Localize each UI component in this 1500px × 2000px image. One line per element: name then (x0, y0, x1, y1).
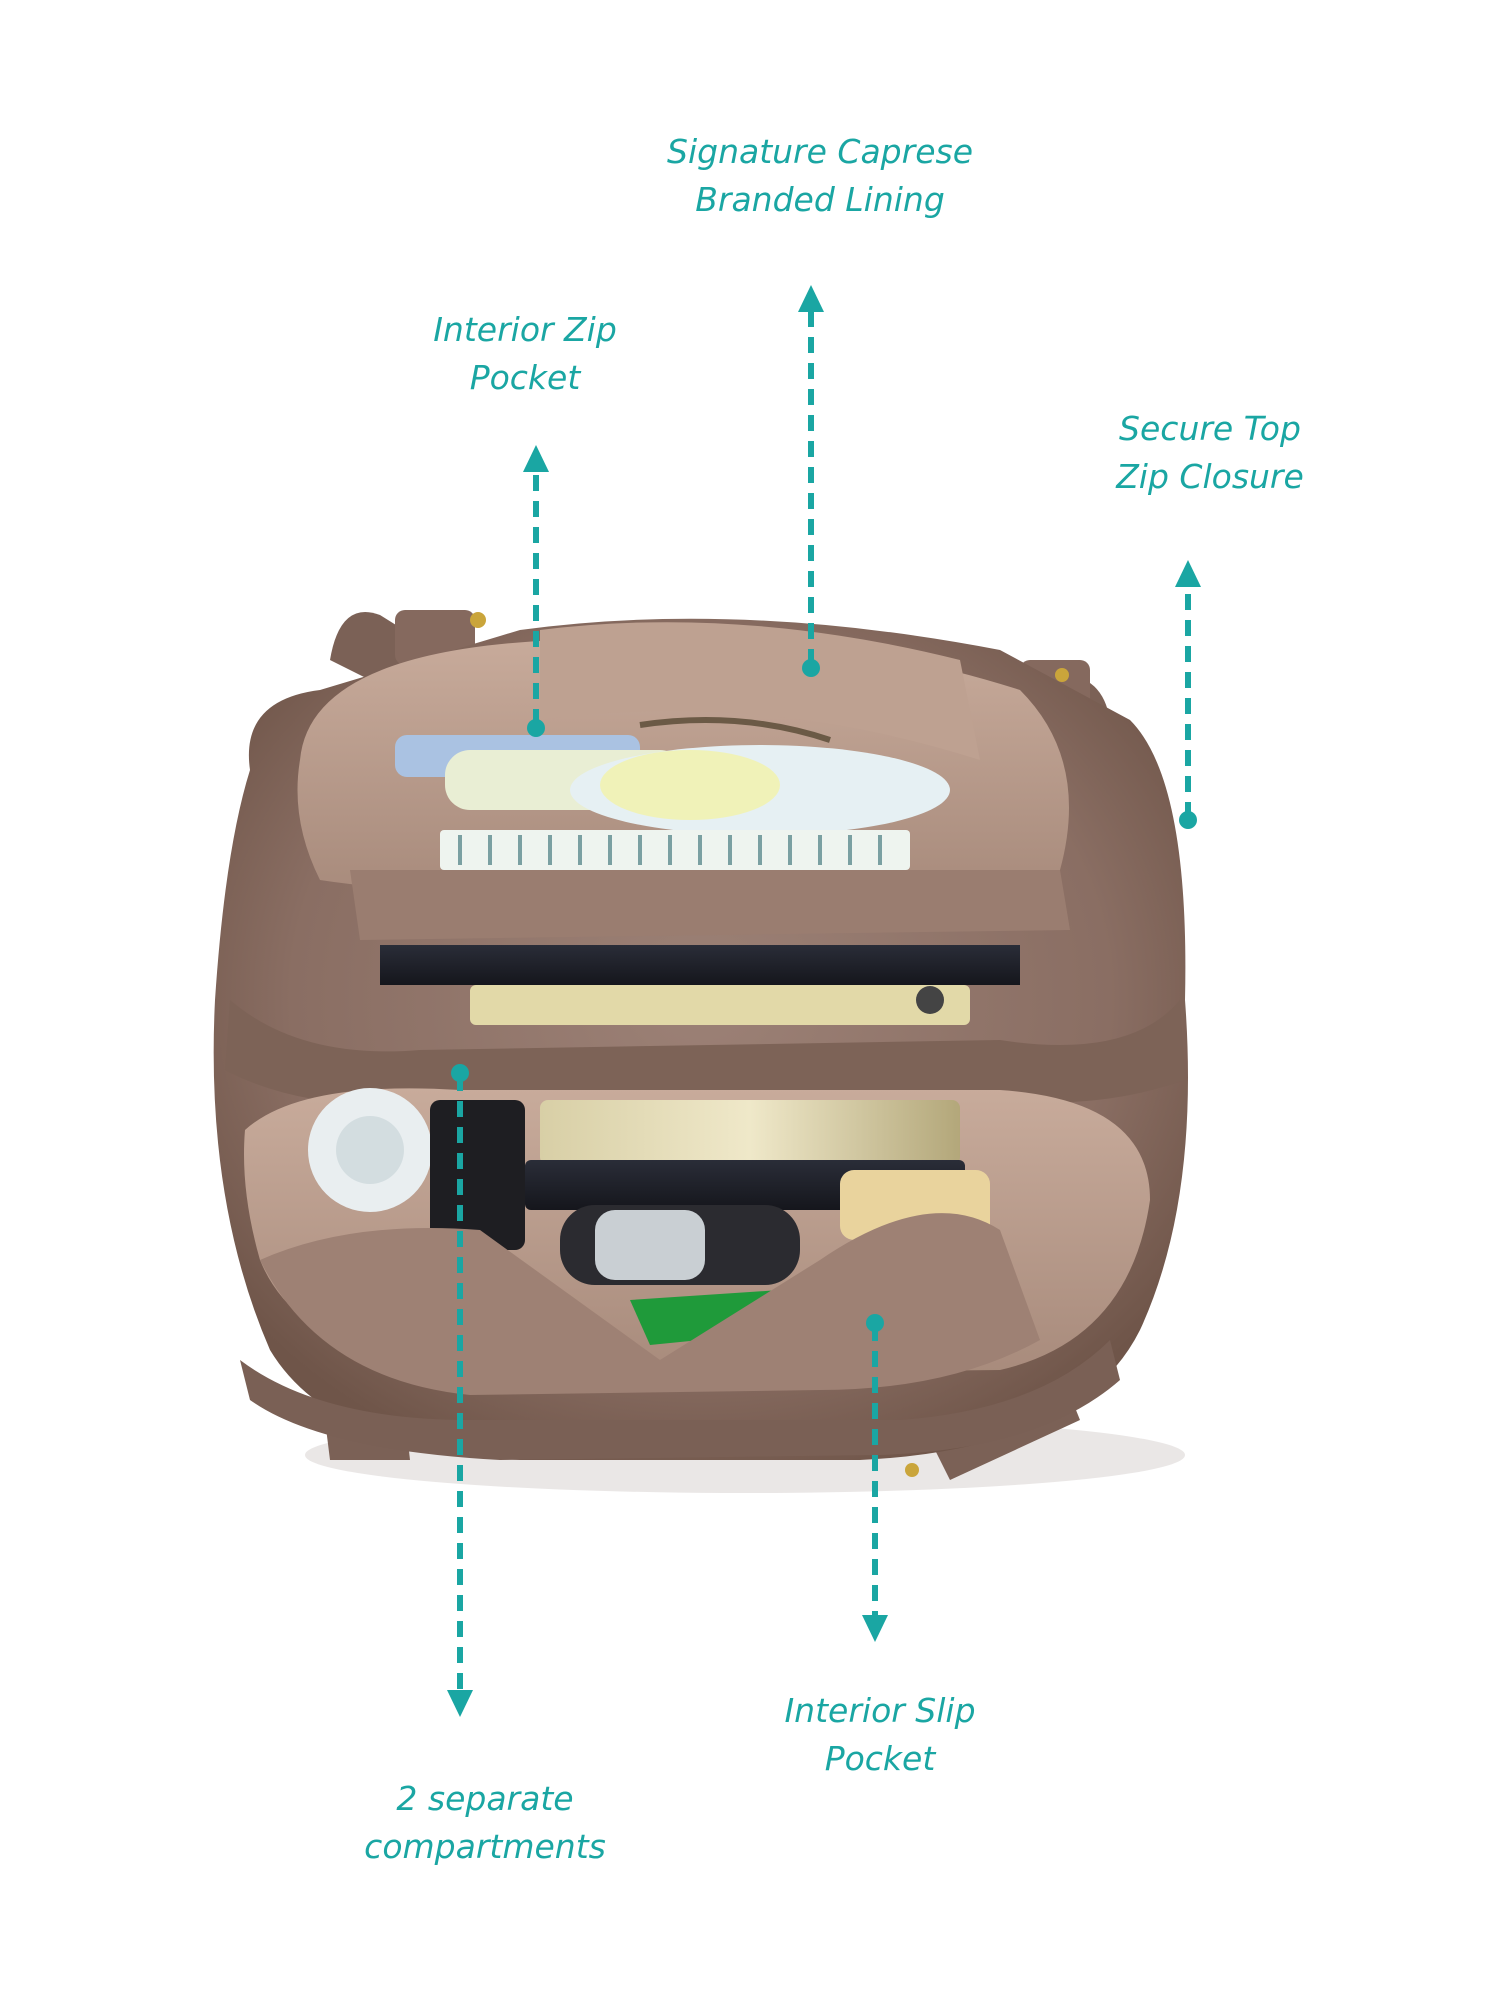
notebook (440, 830, 910, 870)
zip-pocket-contents (395, 717, 950, 835)
arrowhead-zip-pocket (523, 445, 549, 472)
arrowhead-lining (798, 285, 824, 312)
dot-zip-pocket (527, 719, 545, 737)
annotation-slip-pocket: Interior Slip Pocket (740, 1687, 1020, 1783)
annotation-compartments-line-2: compartments (364, 1827, 606, 1866)
annotation-top-zip-line-2: Zip Closure (1116, 457, 1304, 496)
annotation-top-zip: Secure Top Zip Closure (1060, 405, 1360, 501)
dot-compartments (451, 1064, 469, 1082)
annotation-lining-line-2: Branded Lining (695, 180, 945, 219)
annotation-arrowheads (447, 285, 1201, 1717)
annotation-lining: Signature Caprese Branded Lining (640, 128, 1000, 224)
dot-lining (802, 659, 820, 677)
front-slip-pockets (260, 1213, 1040, 1395)
annotation-zip-pocket: Interior Zip Pocket (380, 306, 670, 402)
annotation-compartments-line-1: 2 separate (396, 1779, 574, 1818)
annotation-zip-pocket-line-1: Interior Zip (433, 310, 617, 349)
arrowhead-slip-pocket (862, 1615, 888, 1642)
arrowhead-compartments (447, 1690, 473, 1717)
annotation-slip-pocket-line-1: Interior Slip (784, 1691, 976, 1730)
dot-top-zip (1179, 811, 1197, 829)
arrowhead-top-zip (1175, 560, 1201, 587)
annotation-compartments: 2 separate compartments (320, 1775, 650, 1871)
divider-panel (350, 870, 1070, 940)
annotation-lining-line-1: Signature Caprese (667, 132, 973, 171)
annotation-zip-pocket-line-2: Pocket (469, 358, 581, 397)
annotation-top-zip-line-1: Secure Top (1119, 409, 1301, 448)
dot-slip-pocket (866, 1314, 884, 1332)
annotation-slip-pocket-line-2: Pocket (824, 1739, 936, 1778)
annotation-leaders (457, 310, 1191, 1690)
